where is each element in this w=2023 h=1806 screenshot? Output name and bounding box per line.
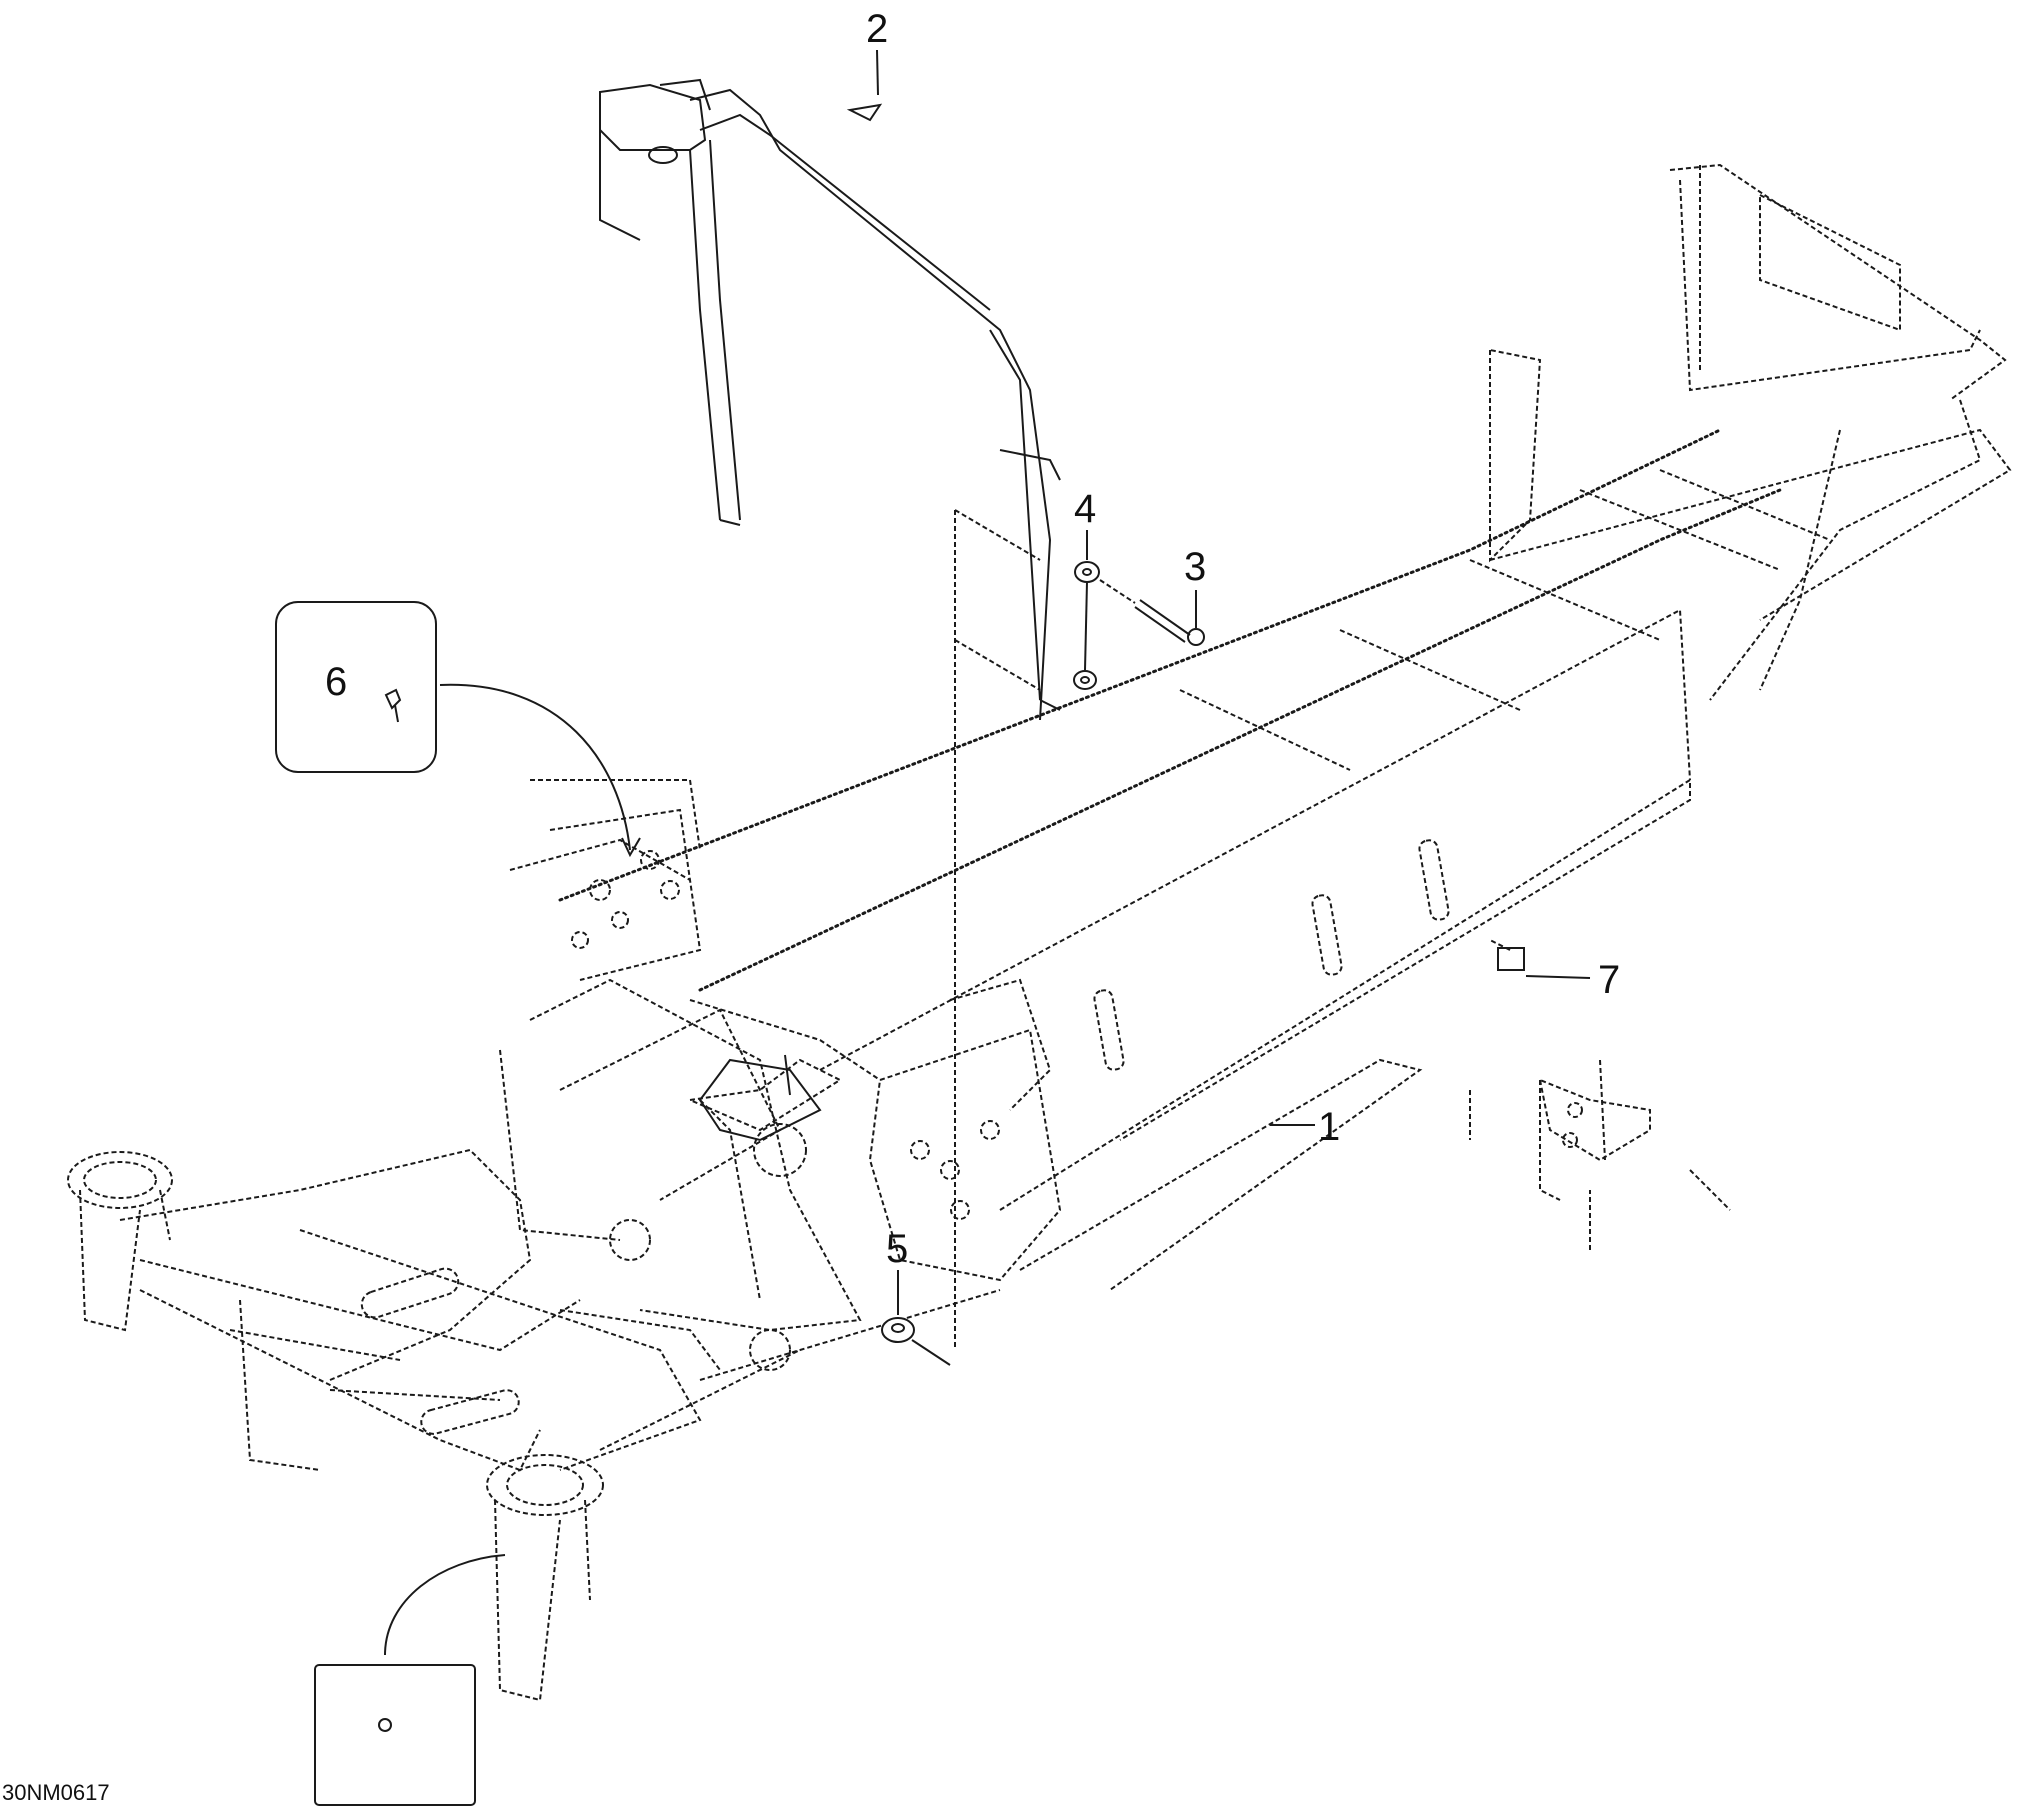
callout-6: 6 xyxy=(325,660,347,704)
bolt xyxy=(1099,579,1205,646)
washers xyxy=(1073,561,1100,690)
steering-post xyxy=(599,78,1061,721)
callout-7: 7 xyxy=(1598,958,1620,1002)
leader-lines xyxy=(876,49,1591,1315)
detail-box-screw xyxy=(275,601,641,858)
callout-3: 3 xyxy=(1184,545,1206,589)
detail-box-bottom xyxy=(314,1554,506,1806)
callout-2: 2 xyxy=(866,7,888,51)
plug xyxy=(1489,939,1525,971)
mount-holes xyxy=(571,850,1000,1371)
callout-5: 5 xyxy=(886,1227,908,1271)
drawing-code: 30NM0617 xyxy=(2,1780,110,1805)
nut xyxy=(881,1317,951,1366)
callout-4: 4 xyxy=(1074,487,1096,531)
callout-1: 1 xyxy=(1318,1105,1340,1149)
frame-assembly xyxy=(67,163,2012,1702)
